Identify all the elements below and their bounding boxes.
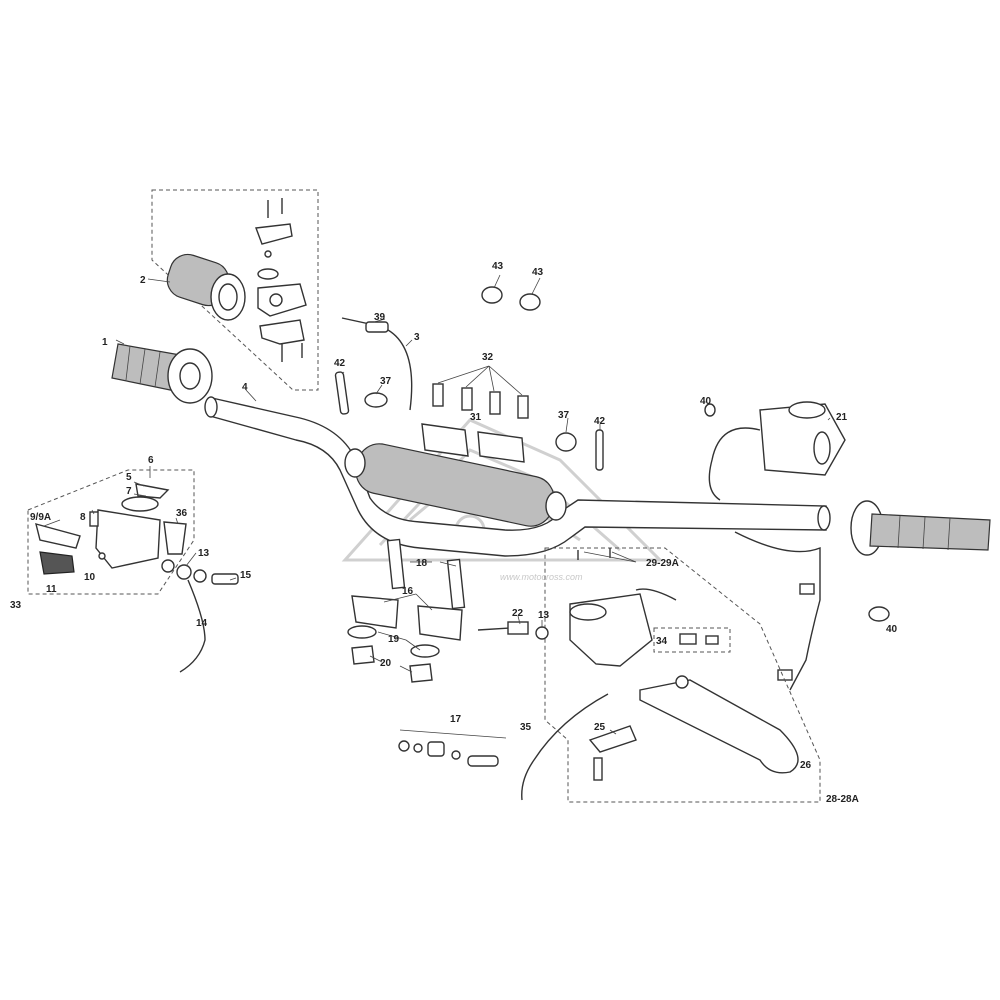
label-part-10: 10	[84, 572, 96, 583]
clutch-cable	[521, 693, 609, 801]
label-part-43-left: 43	[492, 261, 504, 272]
label-part-13-right: 13	[538, 610, 550, 621]
label-part-19: 19	[388, 634, 400, 645]
label-part-33: 33	[10, 600, 22, 611]
leader-lines	[43, 274, 831, 735]
label-part-18: 18	[416, 558, 428, 569]
label-part-11: 11	[46, 584, 57, 595]
label-part-5: 5	[126, 472, 132, 483]
label-part-42-right: 42	[594, 416, 606, 427]
label-part-28: 28-28A	[826, 794, 859, 805]
hose-fitting	[477, 621, 549, 640]
label-part-16: 16	[402, 586, 414, 597]
label-part-13-left: 13	[198, 548, 210, 559]
label-part-39: 39	[374, 312, 386, 323]
brake-group-outline	[27, 469, 195, 595]
label-part-7: 7	[126, 486, 132, 497]
label-part-43-right: 43	[532, 267, 544, 278]
label-part-22: 22	[512, 608, 524, 619]
part-17	[398, 729, 507, 767]
label-part-8: 8	[80, 512, 86, 523]
handlebar	[204, 396, 831, 557]
label-part-21: 21	[836, 412, 848, 423]
label-part-37-left: 37	[380, 376, 392, 387]
watermark-text: www.motocross.com	[500, 572, 583, 582]
throttle-grip	[166, 253, 246, 321]
throttle-group-outline	[151, 189, 319, 391]
clutch-lever-group	[544, 547, 821, 803]
label-part-14: 14	[196, 618, 208, 629]
label-part-3: 3	[414, 332, 420, 343]
label-part-35: 35	[520, 722, 532, 733]
label-part-2: 2	[140, 275, 146, 286]
brake-hose	[161, 559, 239, 673]
clamp-bolts	[432, 383, 529, 419]
adjuster-34	[653, 627, 731, 653]
part-labels: 1 2 3 4 5 6 7 8 9/9A 10 11 13 13 14 15 1…	[10, 261, 898, 805]
lower-mounts	[347, 538, 466, 683]
label-part-36: 36	[176, 508, 188, 519]
label-part-15: 15	[240, 570, 252, 581]
label-part-4: 4	[242, 382, 248, 393]
label-part-6: 6	[148, 455, 154, 466]
clutch-group-outline	[544, 547, 821, 803]
label-part-42-left: 42	[334, 358, 346, 369]
label-part-40-top: 40	[700, 396, 712, 407]
throttle-housing	[255, 198, 307, 362]
bar-clamps-top	[421, 383, 529, 463]
cable-clips	[334, 286, 890, 622]
label-part-25: 25	[594, 722, 606, 733]
label-part-37-right: 37	[558, 410, 570, 421]
throttle-cable	[341, 317, 413, 411]
label-part-26: 26	[800, 760, 812, 771]
label-part-9: 9/9A	[30, 512, 51, 523]
label-part-40-bottom: 40	[886, 624, 898, 635]
label-part-32: 32	[482, 352, 494, 363]
brake-master-group	[27, 469, 195, 595]
label-part-1: 1	[102, 337, 108, 348]
throttle-assembly-group	[151, 189, 319, 391]
left-grip	[111, 343, 213, 404]
label-part-20: 20	[380, 658, 392, 669]
label-part-29: 29-29A	[646, 558, 679, 569]
right-grip	[850, 500, 991, 556]
label-part-17: 17	[450, 714, 462, 725]
label-part-31: 31	[470, 412, 482, 423]
kill-switch	[708, 401, 846, 691]
label-part-34: 34	[656, 636, 668, 647]
